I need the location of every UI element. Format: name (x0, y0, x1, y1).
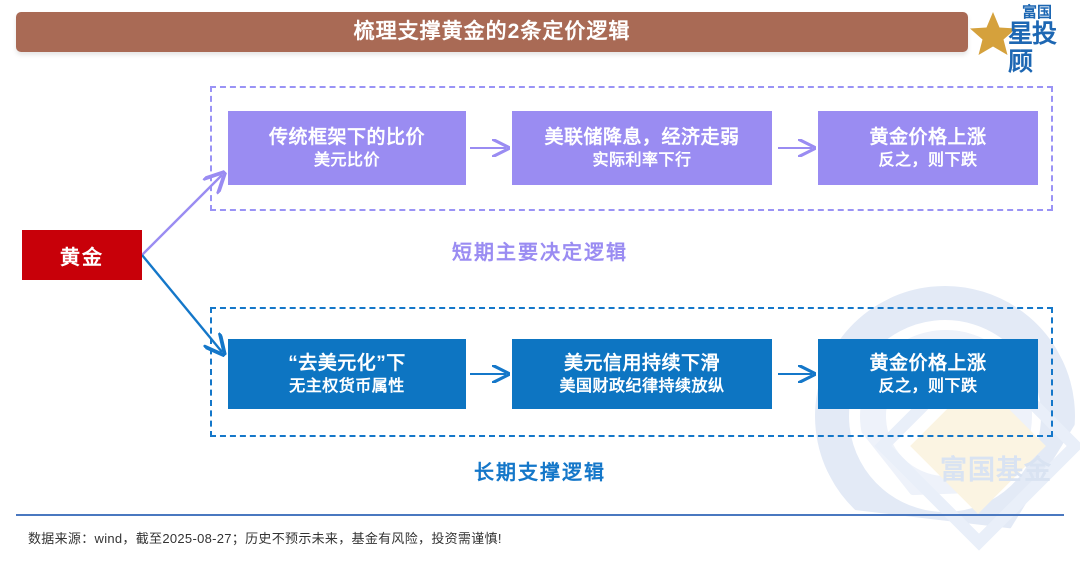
node-long-term-3-line2: 反之，则下跌 (878, 377, 978, 395)
footer-disclaimer: 数据来源：wind，截至2025-08-27；历史不预示未来，基金有风险，投资需… (28, 531, 502, 546)
connector-root-to-short-term (141, 175, 222, 256)
short-term-caption: 短期主要决定逻辑 (452, 242, 628, 264)
node-short-term-1[interactable]: 传统框架下的比价 美元比价 (228, 111, 466, 185)
node-short-term-2-line1: 美联储降息，经济走弱 (544, 126, 740, 148)
node-long-term-1-line1: “去美元化”下 (288, 352, 406, 374)
footer-divider (16, 514, 1064, 516)
node-short-term-3-line1: 黄金价格上涨 (869, 126, 987, 148)
short-term-group-outline (210, 86, 1053, 211)
node-short-term-2-line2: 实际利率下行 (592, 151, 692, 169)
node-short-term-1-line2: 美元比价 (313, 151, 380, 169)
node-long-term-3[interactable]: 黄金价格上涨 反之，则下跌 (818, 339, 1038, 409)
star-icon (970, 12, 1016, 55)
node-short-term-1-line1: 传统框架下的比价 (268, 126, 425, 148)
node-short-term-3-line2: 反之，则下跌 (878, 151, 978, 169)
node-short-term-3[interactable]: 黄金价格上涨 反之，则下跌 (818, 111, 1038, 185)
brand-logo: 富国 星投顾 (970, 2, 1074, 76)
page-title: 梳理支撑黄金的2条定价逻辑 (353, 20, 631, 43)
logo-top-text: 富国 (1022, 4, 1053, 21)
node-gold-root-label: 黄金 (60, 246, 104, 269)
node-long-term-2[interactable]: 美元信用持续下滑 美国财政纪律持续放纵 (512, 339, 772, 409)
node-long-term-1[interactable]: “去美元化”下 无主权货币属性 (228, 339, 466, 409)
node-long-term-2-line2: 美国财政纪律持续放纵 (559, 377, 725, 395)
node-short-term-2[interactable]: 美联储降息，经济走弱 实际利率下行 (512, 111, 772, 185)
long-term-caption: 长期支撑逻辑 (474, 462, 606, 484)
node-long-term-3-line1: 黄金价格上涨 (869, 352, 987, 374)
long-term-group-outline (210, 307, 1053, 437)
connector-root-to-long-term (141, 254, 222, 352)
node-gold-root[interactable]: 黄金 (22, 230, 142, 280)
logo-bottom-text: 星投顾 (1008, 20, 1057, 76)
header-banner: 梳理支撑黄金的2条定价逻辑 (16, 12, 968, 52)
node-long-term-2-line1: 美元信用持续下滑 (563, 352, 720, 374)
node-long-term-1-line2: 无主权货币属性 (289, 377, 405, 395)
